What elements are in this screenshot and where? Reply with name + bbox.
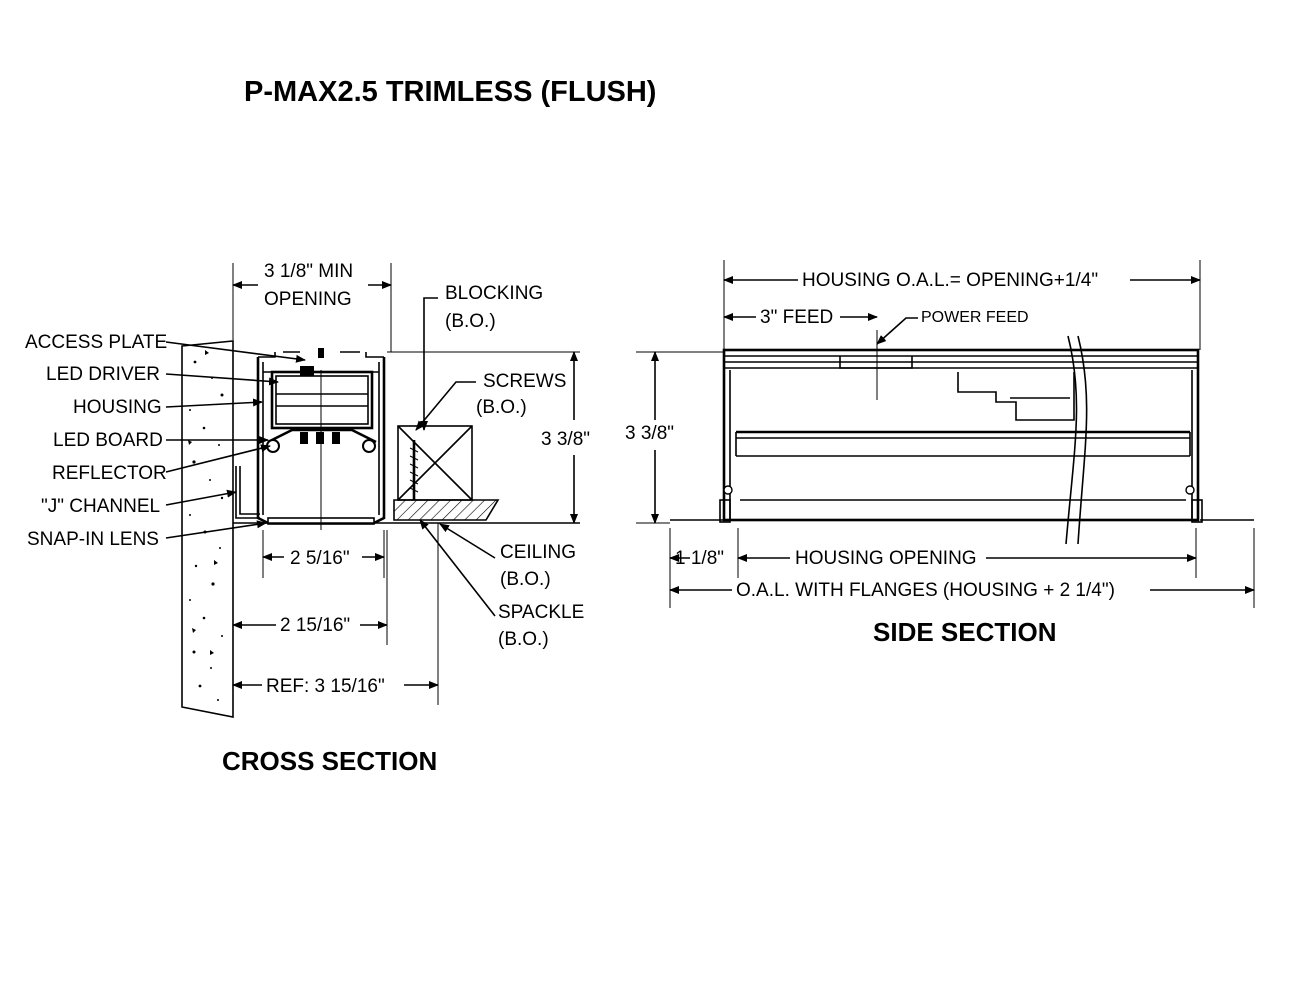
led-driver — [270, 366, 374, 430]
power-feed-cable — [1065, 335, 1088, 545]
blocking — [397, 425, 473, 501]
callout-reflector: REFLECTOR — [52, 463, 167, 484]
access-plate-screw — [318, 348, 324, 358]
dim-lens-width-label: 2 5/16" — [290, 548, 350, 569]
ceiling-board — [393, 499, 500, 521]
callout-blocking-bo: (B.O.) — [445, 311, 496, 332]
callout-j-channel: "J" CHANNEL — [41, 496, 160, 517]
callout-spackle: SPACKLE — [498, 602, 584, 623]
dim-ref-width-label: REF: 3 15/16" — [266, 676, 385, 697]
callout-led-driver: LED DRIVER — [46, 364, 160, 385]
callout-screws-bo: (B.O.) — [476, 397, 527, 418]
drawing-title: P-MAX2.5 TRIMLESS (FLUSH) — [244, 76, 656, 108]
side-section-heading: SIDE SECTION — [873, 617, 1056, 647]
cross-section-heading: CROSS SECTION — [222, 746, 437, 776]
leaders-right — [415, 297, 496, 617]
j-channel — [235, 466, 260, 519]
callout-access-plate: ACCESS PLATE — [25, 332, 167, 353]
dim-housing-oal-label: HOUSING O.A.L.= OPENING+1/4" — [802, 270, 1098, 291]
callout-spackle-bo: (B.O.) — [498, 629, 549, 650]
dim-feed-label: 3" FEED — [760, 307, 833, 328]
dim-housing-opening-label: HOUSING OPENING — [795, 548, 977, 569]
concrete-speckle — [188, 350, 224, 701]
dim-housing-width-label: 2 15/16" — [280, 615, 350, 636]
dim-flange-label: 1 1/8" — [675, 548, 724, 569]
cross-section-view — [165, 263, 580, 718]
dim-housing-width — [232, 530, 388, 645]
dim-lens-width — [262, 530, 385, 578]
dim-min-opening — [232, 263, 392, 352]
side-housing — [719, 348, 1203, 523]
dim-min-opening-label-2: OPENING — [264, 289, 352, 310]
side-section-view — [636, 260, 1255, 608]
dim-housing-opening — [669, 528, 1255, 608]
callout-ceiling: CEILING — [500, 542, 576, 563]
callout-screws: SCREWS — [483, 371, 566, 392]
callout-ceiling-bo: (B.O.) — [500, 569, 551, 590]
dim-housing-oal — [723, 260, 1201, 350]
callout-snap-in-lens: SNAP-IN LENS — [27, 529, 159, 550]
dim-ref-width — [232, 523, 439, 705]
callout-housing: HOUSING — [73, 397, 162, 418]
dim-cross-height-label: 3 3/8" — [541, 429, 590, 450]
dim-min-opening-label-1: 3 1/8" MIN — [264, 261, 353, 282]
dim-oal-flanges-label: O.A.L. WITH FLANGES (HOUSING + 2 1/4") — [736, 580, 1115, 601]
power-feed-label: POWER FEED — [921, 309, 1029, 326]
callout-blocking: BLOCKING — [445, 283, 543, 304]
leaders-left — [165, 341, 306, 539]
concrete-wall — [181, 340, 234, 718]
led-board-reflector — [266, 428, 377, 453]
callout-led-board: LED BOARD — [53, 430, 163, 451]
dim-side-height-label: 3 3/8" — [625, 423, 674, 444]
